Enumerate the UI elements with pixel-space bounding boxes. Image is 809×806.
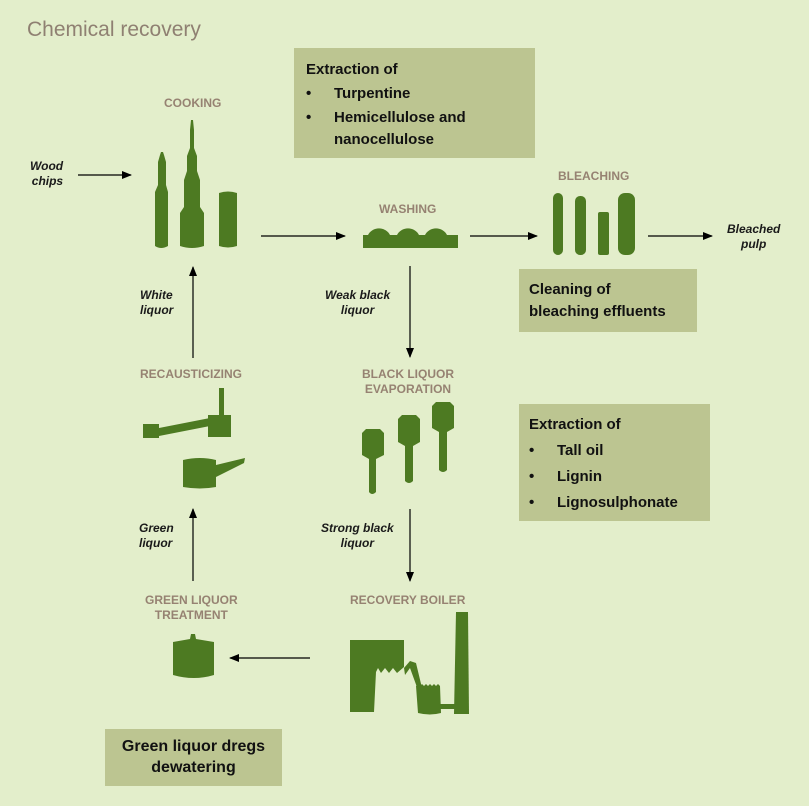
extraction-box-top: Extraction of •Turpentine •Hemicellulose… bbox=[294, 48, 535, 158]
bleaching-towers-icon bbox=[553, 193, 635, 255]
stage-label-bleaching: BLEACHING bbox=[558, 169, 630, 183]
stage-label-recausticizing: RECAUSTICIZING bbox=[140, 367, 242, 381]
list-item: •Turpentine bbox=[306, 85, 411, 102]
list-item: nanocellulose bbox=[334, 131, 435, 148]
list-item: •Lignosulphonate bbox=[529, 494, 678, 511]
cooking-digester-icon bbox=[155, 120, 237, 248]
list-item: •Lignin bbox=[529, 468, 602, 485]
box-line: dewatering bbox=[151, 759, 236, 776]
list-item: •Tall oil bbox=[529, 442, 604, 459]
box-heading: Extraction of bbox=[529, 416, 621, 433]
extraction-box-right: Extraction of •Tall oil •Lignin •Lignosu… bbox=[519, 404, 710, 521]
list-item: •Hemicellulose and bbox=[306, 109, 466, 126]
box-line: bleaching effluents bbox=[529, 303, 666, 320]
washing-drum-icon bbox=[363, 228, 458, 248]
stage-label-green-liquor-treatment: GREEN LIQUOR TREATMENT bbox=[145, 593, 238, 622]
stage-label-black-liquor-evaporation: BLACK LIQUOR EVAPORATION bbox=[362, 367, 454, 396]
box-line: Cleaning of bbox=[529, 281, 611, 298]
recovery-boiler-icon bbox=[350, 612, 469, 715]
green-liquor-clarifier-icon bbox=[173, 634, 214, 678]
cleaning-effluents-box: Cleaning of bleaching effluents bbox=[519, 269, 697, 332]
diagram-title: Chemical recovery bbox=[27, 18, 201, 41]
box-heading: Extraction of bbox=[306, 61, 398, 78]
stage-label-recovery-boiler: RECOVERY BOILER bbox=[350, 593, 466, 607]
recausticizing-slaker-icon bbox=[143, 388, 245, 489]
box-line: Green liquor dregs bbox=[121, 738, 266, 755]
evaporators-icon bbox=[362, 402, 454, 494]
stage-label-washing: WASHING bbox=[379, 202, 437, 216]
stage-label-cooking: COOKING bbox=[164, 96, 222, 110]
dregs-dewatering-box: Green liquor dregs dewatering bbox=[105, 729, 282, 786]
